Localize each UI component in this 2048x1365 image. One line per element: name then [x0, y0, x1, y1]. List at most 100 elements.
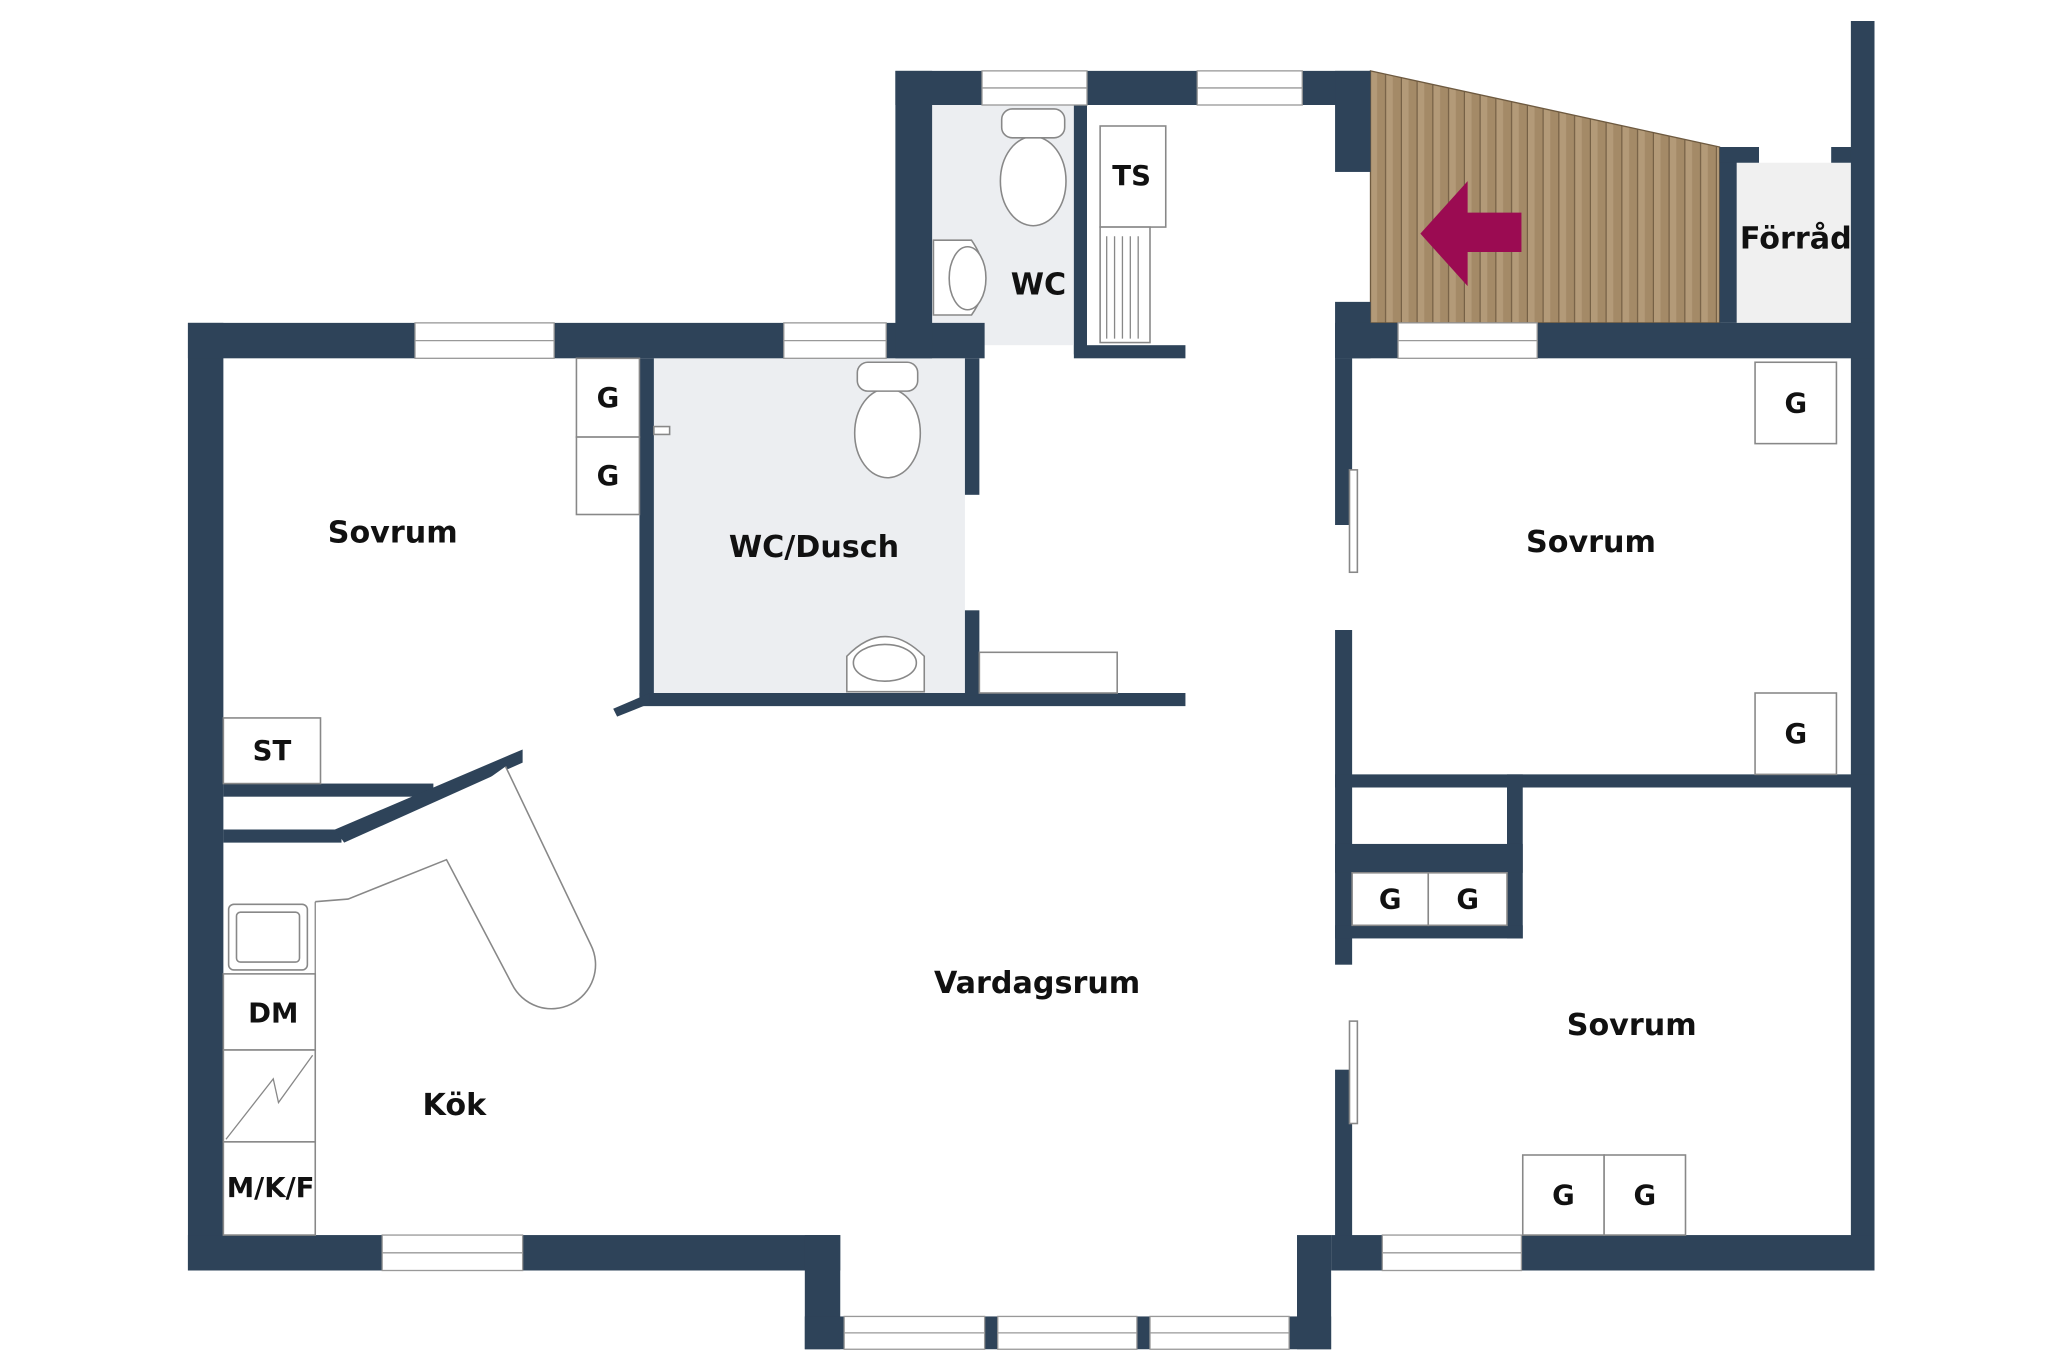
wall — [1136, 1316, 1150, 1350]
range-hood-icon — [225, 1054, 314, 1140]
fixture-mkf: M/K/F — [227, 1172, 315, 1204]
window — [981, 70, 1088, 106]
wall — [1719, 147, 1737, 323]
st-cabinet — [222, 717, 322, 785]
fixtures: G G G G G G G G — [222, 108, 1838, 1236]
door-leaf — [1348, 469, 1359, 574]
sink-icon — [932, 239, 987, 316]
wall — [984, 1316, 998, 1350]
labels: Sovrum WC/Dusch WC Förråd Sovrum Sovrum … — [227, 160, 1852, 1204]
window — [1149, 1315, 1290, 1350]
wardrobe: G — [1603, 1154, 1687, 1236]
room-label-sovrum-right-bottom: Sovrum — [1567, 1008, 1697, 1043]
wardrobe-label: G — [1552, 1179, 1575, 1211]
wall — [1087, 70, 1198, 105]
wall — [1537, 322, 1875, 359]
room-label-sovrum-right-top: Sovrum — [1526, 525, 1656, 560]
wall — [1335, 358, 1353, 525]
wall — [1719, 147, 1759, 163]
windows — [381, 70, 1538, 1350]
door-leaf — [1348, 1020, 1359, 1125]
shower-head-icon — [653, 425, 671, 436]
wall — [639, 693, 1186, 707]
window — [1397, 322, 1538, 359]
sink-icon — [846, 635, 926, 693]
room-label-sovrum-left: Sovrum — [328, 516, 458, 551]
room-label-vardagsrum: Vardagsrum — [934, 966, 1140, 1001]
wall — [1335, 322, 1399, 359]
radiator-icon — [1099, 226, 1151, 344]
wardrobe-label: G — [1456, 883, 1479, 915]
toilet-icon — [853, 361, 922, 479]
wall — [187, 322, 415, 359]
wall — [804, 1316, 845, 1350]
wardrobe-label: G — [597, 382, 620, 414]
wardrobe: G — [1521, 1154, 1605, 1236]
wall — [223, 783, 434, 797]
wall — [223, 829, 342, 843]
wardrobe: G — [1427, 872, 1508, 927]
wall — [964, 610, 980, 696]
bench — [978, 651, 1118, 694]
wall — [1335, 774, 1875, 788]
wardrobe: G — [1351, 872, 1430, 927]
wardrobe-label: G — [1784, 387, 1807, 419]
wardrobe-label: G — [1634, 1179, 1657, 1211]
wall — [964, 358, 980, 495]
wall — [895, 70, 982, 105]
wardrobe-label: G — [1379, 883, 1402, 915]
toilet-icon — [999, 108, 1067, 227]
wc-dusch-floor — [653, 358, 965, 693]
wall — [1521, 1235, 1875, 1271]
forrad-floor — [1736, 162, 1851, 323]
wardrobe: G — [575, 436, 641, 516]
wall — [639, 358, 654, 696]
wall — [1335, 1069, 1353, 1271]
wardrobe: G — [1754, 361, 1838, 445]
wall — [187, 322, 224, 1271]
wall — [522, 1235, 841, 1271]
entrance-deck — [1369, 70, 1721, 324]
window — [381, 1234, 524, 1272]
wall — [1331, 1235, 1383, 1271]
wall — [1335, 843, 1523, 873]
wall — [1850, 21, 1875, 1271]
window — [783, 322, 887, 359]
wall — [334, 749, 523, 843]
wardrobe: G — [1754, 692, 1838, 776]
ts-cabinet — [1099, 125, 1167, 228]
walls — [187, 21, 1875, 1350]
room-label-kok: Kök — [423, 1088, 488, 1123]
wall — [895, 70, 933, 359]
fixture-st: ST — [253, 735, 292, 767]
fridge-freezer — [222, 1141, 317, 1236]
wall — [1335, 925, 1523, 939]
window — [1196, 70, 1303, 106]
window — [997, 1315, 1138, 1350]
room-label-wc: WC — [1011, 268, 1066, 303]
wardrobe: G — [575, 357, 641, 438]
wall — [1073, 105, 1087, 355]
window — [1381, 1234, 1523, 1272]
wall — [554, 322, 784, 359]
wall — [1297, 1235, 1332, 1350]
fixture-ts: TS — [1112, 160, 1151, 192]
kitchen-island — [315, 766, 597, 1010]
wall — [613, 693, 650, 717]
fixture-dm: DM — [248, 998, 298, 1030]
dishwasher — [222, 973, 317, 1051]
arrow-left-icon — [1420, 181, 1522, 287]
wardrobe-label: G — [597, 460, 620, 492]
room-label-wc-dusch: WC/Dusch — [729, 530, 899, 565]
kitchen-sink-icon — [227, 903, 309, 971]
wall — [1073, 345, 1186, 359]
stove — [222, 1049, 317, 1143]
wardrobe-label: G — [1784, 718, 1807, 750]
wall — [187, 1235, 383, 1271]
wall — [1335, 70, 1371, 172]
room-label-forrad: Förråd — [1740, 221, 1852, 257]
wardrobes: G G G G G G G G — [575, 357, 1838, 1236]
window — [843, 1315, 986, 1350]
window — [414, 322, 555, 359]
